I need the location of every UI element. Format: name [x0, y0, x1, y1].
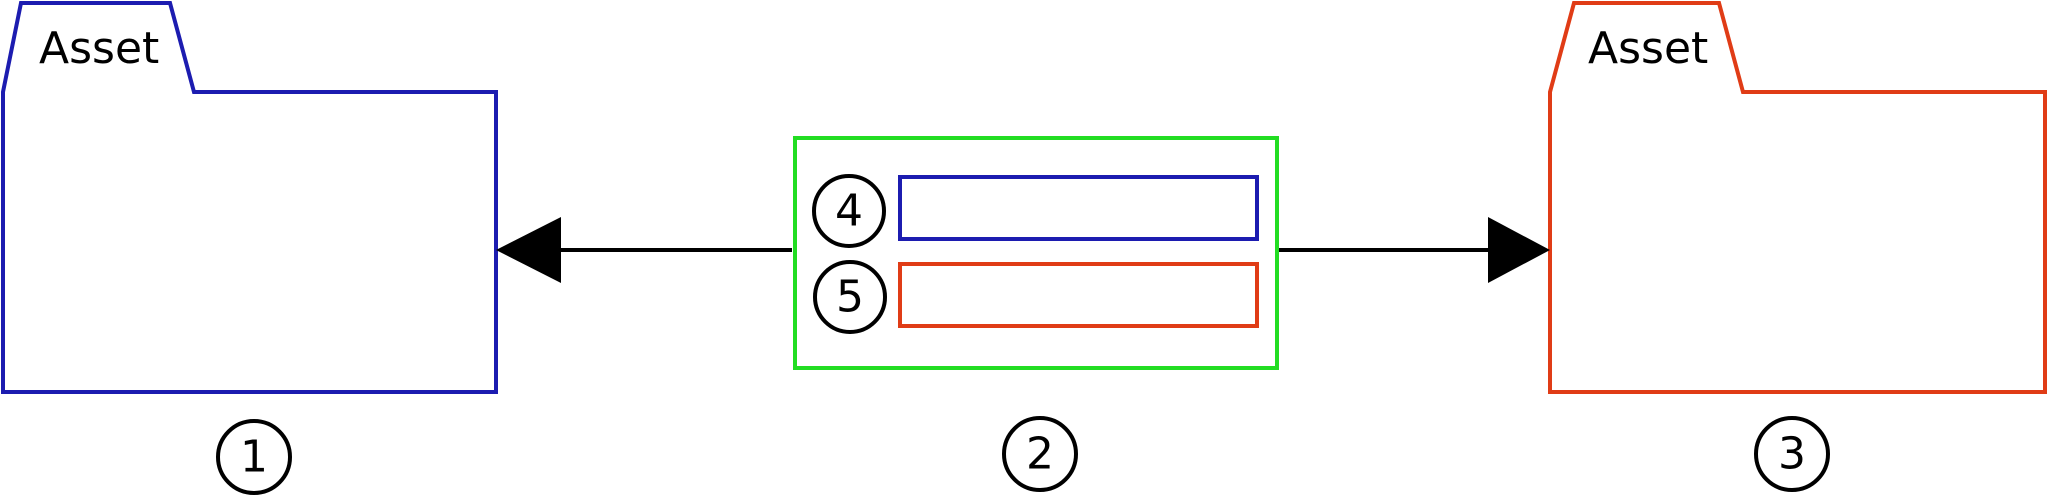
- middle-row-5: 5: [813, 260, 1259, 334]
- left-package-label: Asset: [39, 23, 159, 74]
- left-package-outline: [1, 0, 498, 394]
- callout-3: 3: [1754, 416, 1830, 492]
- callout-2: 2: [1002, 416, 1078, 492]
- callout-3-circle: [1754, 416, 1830, 492]
- callout-4-circle: [812, 174, 886, 248]
- callout-1: 1: [216, 419, 292, 495]
- row-4-box: [898, 175, 1259, 241]
- right-arrowhead-icon: [1488, 217, 1550, 283]
- middle-row-4: 4: [812, 174, 1259, 248]
- callout-1-circle: [216, 419, 292, 495]
- callout-2-label: 2: [1026, 429, 1054, 480]
- callout-5-label: 5: [836, 272, 864, 323]
- left-arrowhead-icon: [496, 217, 561, 283]
- row-5-box: [898, 262, 1259, 328]
- right-connector: [1278, 217, 1550, 283]
- right-package: Asset: [1548, 0, 2047, 394]
- right-package-outline: [1548, 0, 2047, 394]
- right-package-label: Asset: [1588, 23, 1708, 74]
- middle-box: 4 5: [793, 136, 1279, 370]
- callout-3-label: 3: [1778, 429, 1806, 480]
- left-package: Asset: [1, 0, 498, 394]
- callout-5-circle: [813, 260, 887, 334]
- middle-box-frame: [793, 136, 1279, 370]
- callout-2-circle: [1002, 416, 1078, 492]
- callout-1-label: 1: [240, 432, 268, 483]
- callout-4-label: 4: [835, 186, 863, 237]
- left-connector: [496, 217, 792, 283]
